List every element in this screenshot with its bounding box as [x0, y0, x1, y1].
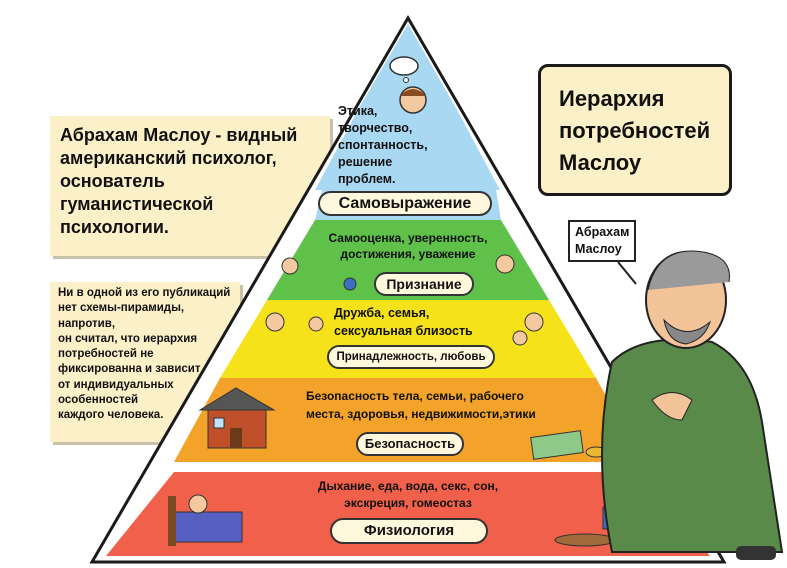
pyramid-remark-note: Ни в одной из его публикаций нет схемы-п…	[50, 282, 240, 442]
sleeping-person-illustration	[168, 494, 243, 546]
level-belonging-description: Дружба, семья, сексуальная близость	[334, 306, 473, 338]
level-physiology-band	[106, 472, 710, 556]
diagram-title: Иерархия потребностей Маслоу	[559, 86, 711, 175]
recognition-illustration	[281, 254, 515, 291]
maslow-name-text: Абрахам Маслоу	[575, 225, 630, 256]
house-illustration	[198, 387, 276, 449]
level-self-actualization-description: Этика, творчество, спонтанность, решение…	[338, 104, 428, 186]
level-self-actualization-label: Самовыражение	[318, 191, 492, 216]
band-gap	[169, 462, 648, 472]
title-box: Иерархия потребностей Маслоу	[538, 64, 732, 196]
maslow-bio-note: Абрахам Маслоу - видный американский пси…	[50, 116, 330, 256]
level-physiology-label: Физиология	[330, 518, 488, 544]
level-esteem-band	[267, 220, 549, 300]
maslow-name-label: Абрахам Маслоу	[568, 220, 636, 262]
level-safety-description: Безопасность тела, семьи, рабочего места…	[306, 389, 536, 421]
level-belonging-label: Принадлежность, любовь	[327, 345, 495, 369]
label-pointer-line	[617, 261, 637, 285]
level-safety-band	[174, 378, 643, 462]
thinking-person-illustration	[389, 56, 427, 114]
level-esteem-label: Признание	[374, 272, 474, 296]
pyramid-remark-text: Ни в одной из его публикаций нет схемы-п…	[58, 287, 231, 422]
level-physiology-description: Дыхание, еда, вода, секс, сон, экскреция…	[317, 479, 499, 510]
family-illustration	[265, 312, 544, 346]
level-esteem-description: Самооценка, уверенность, достижения, ува…	[328, 231, 488, 261]
money-illustration	[530, 430, 607, 460]
maslow-portrait-illustration	[601, 250, 784, 560]
maslow-bio-text: Абрахам Маслоу - видный американский пси…	[60, 125, 298, 237]
level-safety-label: Безопасность	[356, 432, 464, 456]
